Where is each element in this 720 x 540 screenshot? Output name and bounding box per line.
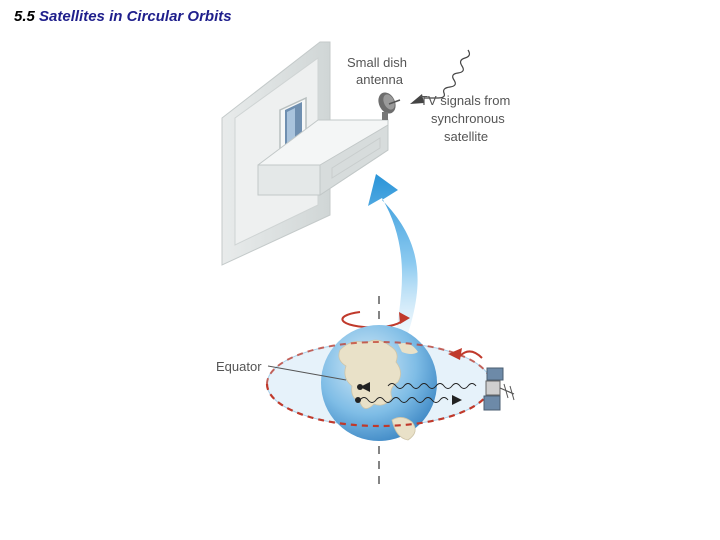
dish-antenna-icon	[378, 92, 401, 120]
slide-number: 5.5	[14, 8, 35, 25]
upward-signal-arrow	[368, 174, 418, 352]
svg-text:Equator: Equator	[216, 359, 262, 374]
equator-orbit	[265, 341, 493, 428]
incoming-signal-wave	[410, 49, 471, 104]
svg-text:Small dish: Small dish	[347, 55, 407, 70]
satellite-icon	[483, 367, 515, 411]
svg-text:satellite: satellite	[444, 129, 488, 144]
earth-globe-icon	[321, 325, 437, 441]
dish-label: Small dish antenna	[347, 55, 407, 87]
building-illustration	[221, 41, 389, 266]
balcony	[257, 119, 389, 196]
svg-text:antenna: antenna	[356, 72, 404, 87]
tv-signal-label: TV signals from synchronous satellite	[420, 93, 510, 144]
slide-title: 5.5 Satellites in Circular Orbits	[14, 8, 232, 25]
svg-text:synchronous: synchronous	[431, 111, 505, 126]
satellite-signal-waves	[359, 382, 477, 405]
equator-label: Equator	[216, 359, 347, 381]
rotation-arrow	[341, 311, 410, 329]
slide-title-text: Satellites in Circular Orbits	[39, 8, 232, 25]
svg-text:TV signals from: TV signals from	[420, 93, 510, 108]
